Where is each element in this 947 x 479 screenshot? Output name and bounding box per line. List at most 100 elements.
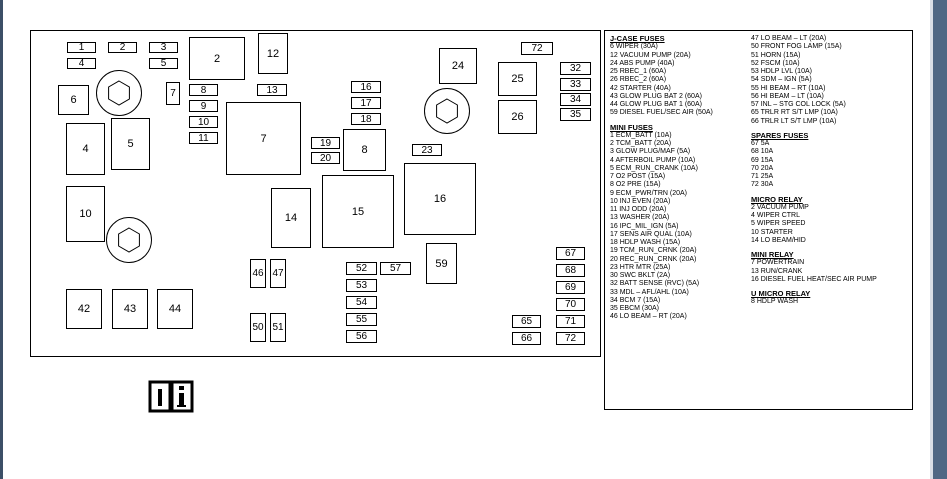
fuse-67[interactable]: 67: [556, 247, 585, 260]
legend-entry: 2 TCM_BATT (20A): [610, 140, 672, 147]
fuse-18[interactable]: 18: [351, 113, 381, 125]
relay-4[interactable]: 4: [66, 123, 105, 175]
fuse-3[interactable]: 3: [149, 42, 178, 53]
u-micro-relay-list: 8 HDLP WASH: [751, 298, 877, 306]
fuse-25[interactable]: 25: [498, 62, 537, 96]
fuse-6[interactable]: 6: [58, 85, 89, 115]
battery-stud-bottom: [106, 217, 152, 263]
legend-entry: 70 20A: [751, 164, 774, 172]
legend-entry: 24 ABS PUMP (40A): [610, 59, 675, 67]
legend-entry: 10 INJ EVEN (20A): [610, 197, 671, 205]
mini-relay-title: MINI RELAY: [751, 250, 794, 259]
fuse-33[interactable]: 33: [560, 78, 591, 91]
fuse-16[interactable]: 16: [351, 81, 381, 93]
legend-entry: 1 ECM_BATT (10A): [610, 131, 672, 139]
fuse-4[interactable]: 4: [67, 58, 96, 69]
legend-entry: 13 RUN/CRANK: [751, 267, 803, 275]
fuse-50[interactable]: 50: [250, 313, 266, 342]
legend-column-right: 47 LO BEAM – LT (20A)50 FRONT FOG LAMP (…: [751, 35, 877, 307]
legend-entry: 47 LO BEAM – LT (20A): [751, 35, 827, 42]
fuse-19[interactable]: 19: [311, 137, 340, 149]
fuse-72-spare[interactable]: 72: [556, 332, 585, 345]
relay-10[interactable]: 10: [66, 186, 105, 242]
legend-entry: 2 VACUUM PUMP: [751, 203, 809, 211]
fuse-47[interactable]: 47: [270, 259, 286, 288]
fuse-15[interactable]: 15: [322, 175, 394, 248]
legend-entry: 17 SENS AIR QUAL (10A): [610, 230, 692, 238]
fuse-51[interactable]: 51: [270, 313, 286, 342]
fuse-23[interactable]: 23: [412, 144, 442, 156]
relay-14[interactable]: 14: [271, 188, 311, 248]
legend-entry: 20 REC_RUN_CRNK (20A): [610, 255, 697, 263]
fuse-68[interactable]: 68: [556, 264, 585, 277]
legend-entry: 7 POWERTRAIN: [751, 259, 805, 267]
legend-entry: 71 25A: [751, 173, 774, 180]
legend-entry: 34 BCM 7 (15A): [610, 296, 661, 304]
relay-5[interactable]: 5: [111, 118, 150, 170]
fuse-55[interactable]: 55: [346, 313, 377, 326]
legend-entry: 11 INJ ODD (20A): [610, 206, 667, 213]
legend-entry: 54 SDM – IGN (5A): [751, 76, 812, 84]
fuse-69[interactable]: 69: [556, 281, 585, 294]
fuse-52[interactable]: 52: [346, 262, 377, 275]
relay-7[interactable]: 7: [226, 102, 301, 175]
fuse-9[interactable]: 9: [189, 100, 218, 112]
fuse-70[interactable]: 70: [556, 298, 585, 311]
legend-entry: 4 WIPER CTRL: [751, 212, 801, 219]
legend-entry: 43 GLOW PLUG BAT 2 (60A): [610, 92, 702, 100]
legend-entry: 69 15A: [751, 156, 774, 164]
fuse-10-mini[interactable]: 10: [189, 116, 218, 128]
owner-manual-info-icon[interactable]: [147, 379, 195, 415]
fuse-53[interactable]: 53: [346, 279, 377, 292]
fuse-34[interactable]: 34: [560, 93, 591, 106]
legend-entry: 12 VACUUM PUMP (20A): [610, 51, 691, 59]
fuse-5[interactable]: 5: [149, 58, 178, 69]
fuse-17[interactable]: 17: [351, 97, 381, 109]
fuse-56[interactable]: 56: [346, 330, 377, 343]
legend-entry: 6 WIPER (30A): [610, 43, 658, 51]
fuse-59[interactable]: 59: [426, 243, 457, 284]
fuse-2[interactable]: 2: [108, 42, 137, 53]
legend-entry: 51 HORN (15A): [751, 51, 801, 59]
relay-8[interactable]: 8: [343, 129, 386, 171]
fuse-42[interactable]: 42: [66, 289, 102, 329]
legend-entry: 33 MDL – AFL/AHL (10A): [610, 288, 689, 296]
legend-entry: 16 IPC_MIL_IGN (5A): [610, 222, 679, 230]
fuse-72-top[interactable]: 72: [521, 42, 553, 55]
fuse-54[interactable]: 54: [346, 296, 377, 309]
mini-fuses-list: 1 ECM_BATT (10A)2 TCM_BATT (20A)3 GLOW P…: [610, 132, 713, 322]
fuse-44[interactable]: 44: [157, 289, 193, 329]
fuse-13[interactable]: 13: [257, 84, 287, 96]
fuse-65[interactable]: 65: [512, 315, 541, 328]
fuse-12[interactable]: 12: [258, 33, 288, 74]
fuse-26[interactable]: 26: [498, 100, 537, 134]
fuse-legend: J-CASE FUSES 6 WIPER (30A)12 VACUUM PUMP…: [604, 30, 913, 410]
relay-2[interactable]: 2: [189, 37, 245, 80]
legend-entry: 68 10A: [751, 148, 774, 156]
fuse-24[interactable]: 24: [439, 48, 477, 84]
legend-entry: 8 HDLP WASH: [751, 298, 799, 306]
legend-entry: 3 GLOW PLUG/MAF (5A): [610, 148, 691, 156]
legend-entry: 53 HDLP LVL (10A): [751, 68, 812, 75]
fuse-block-panel: 1 2 3 4 5 2 12 6 7 8 9 10 11 13 7 4 5 16…: [30, 30, 601, 357]
legend-entry: 72 30A: [751, 181, 774, 189]
fuse-71[interactable]: 71: [556, 315, 585, 328]
relay-16[interactable]: 16: [404, 163, 476, 235]
fuse-1[interactable]: 1: [67, 42, 96, 53]
fuse-32[interactable]: 32: [560, 62, 591, 75]
fuse-43[interactable]: 43: [112, 289, 148, 329]
legend-entry: 65 TRLR RT S/T LMP (10A): [751, 109, 838, 117]
fuse-11[interactable]: 11: [189, 132, 218, 144]
fuse-46[interactable]: 46: [250, 259, 266, 288]
legend-entry: 14 LO BEAM/HID: [751, 236, 806, 244]
fuse-20[interactable]: 20: [311, 152, 340, 164]
fuse-7-mini[interactable]: 7: [166, 82, 180, 105]
fuse-66[interactable]: 66: [512, 332, 541, 345]
fuse-8[interactable]: 8: [189, 84, 218, 96]
fuse-57[interactable]: 57: [380, 262, 411, 275]
fuse-35[interactable]: 35: [560, 108, 591, 121]
mini-fuses-title: MINI FUSES: [610, 122, 653, 132]
window-frame-left: [0, 0, 3, 479]
